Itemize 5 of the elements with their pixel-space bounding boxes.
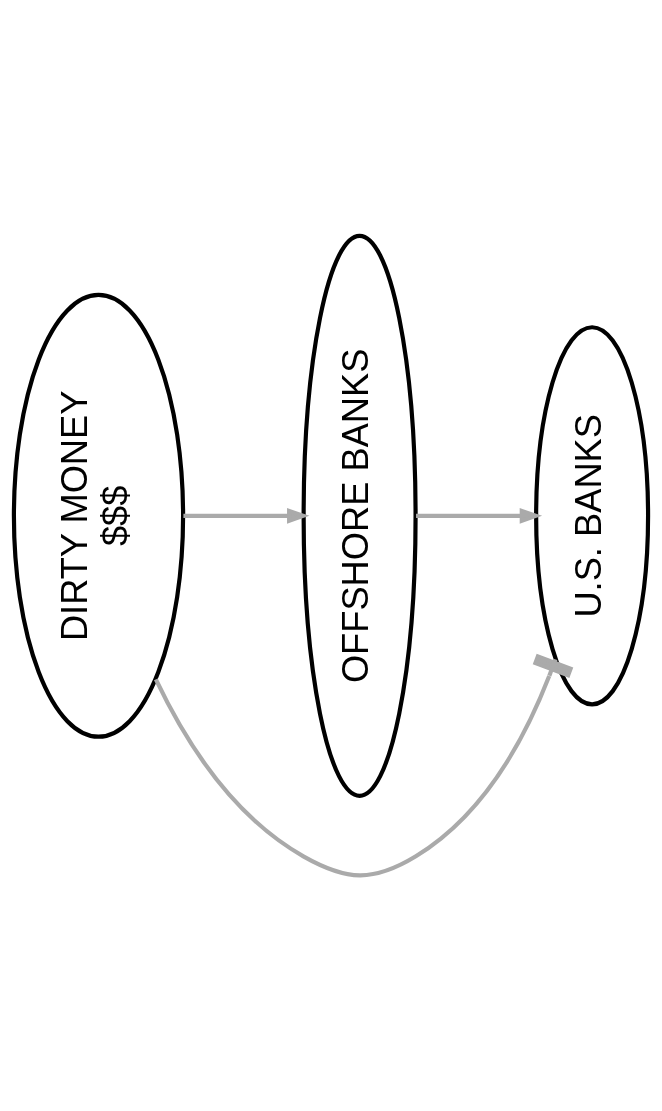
node-ellipse: OFFSHORE BANKS <box>301 233 418 798</box>
arrow <box>416 508 543 524</box>
connector <box>154 653 574 878</box>
node-ellipse: DIRTY MONEY $$$ <box>11 292 186 739</box>
arrow <box>183 508 310 524</box>
